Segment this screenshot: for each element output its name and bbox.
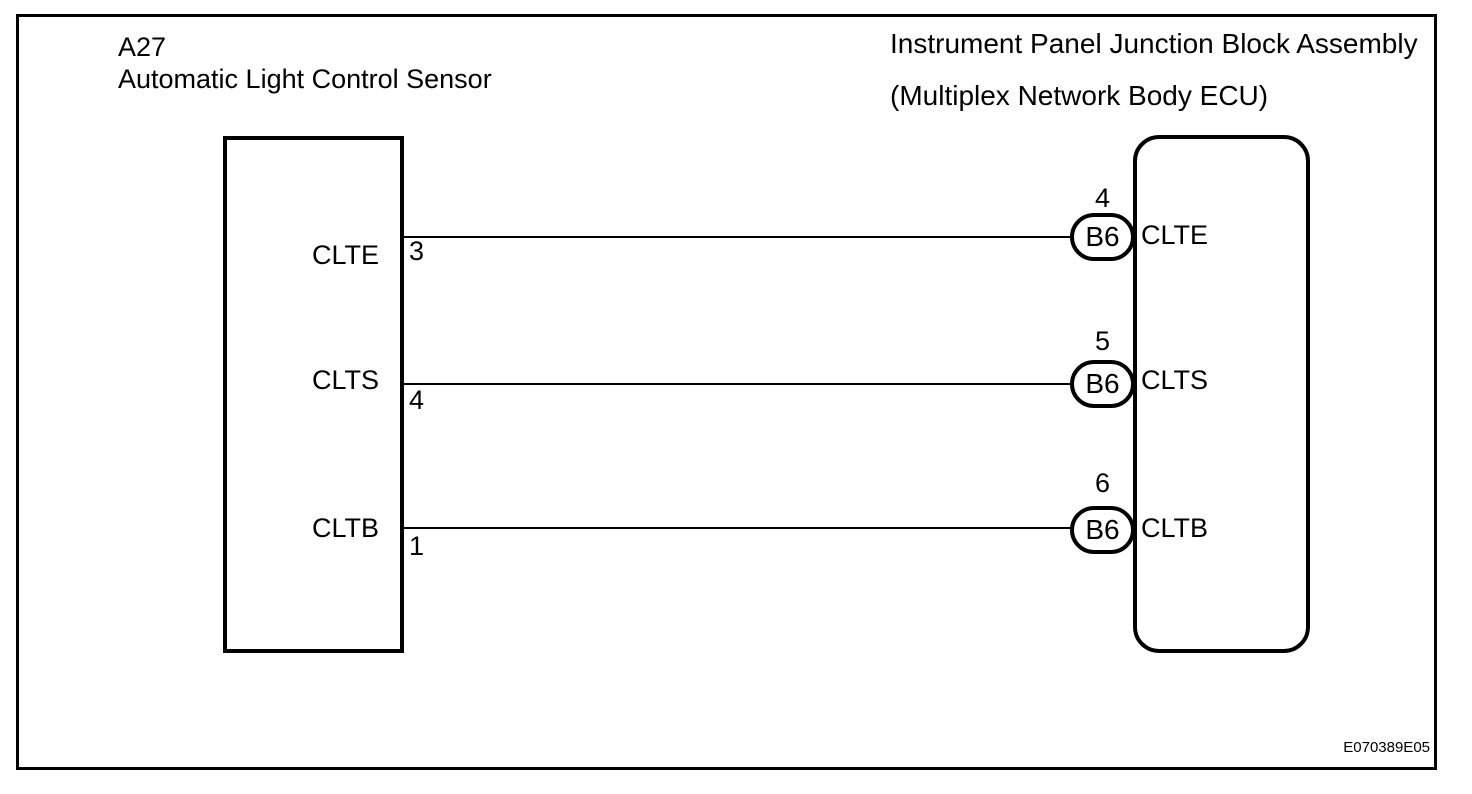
left-component-title: A27 Automatic Light Control Sensor (118, 31, 492, 95)
left-pin-number-clte: 3 (409, 236, 425, 266)
left-pin-number-cltb: 1 (409, 531, 425, 561)
right-pin-number-cltb: 6 (1094, 468, 1111, 498)
left-component-name: Automatic Light Control Sensor (118, 64, 492, 94)
right-pin-label-clts: CLTS (1141, 365, 1209, 395)
right-component-box (1133, 135, 1310, 653)
left-component-box (223, 136, 404, 653)
right-pin-label-clte: CLTE (1141, 220, 1209, 250)
diagram-border (16, 14, 1437, 770)
right-component-title-line1: Instrument Panel Junction Block Assembly (890, 28, 1418, 59)
reference-code: E070389E05 (1343, 739, 1430, 756)
connector-id-cltb: B6 (1085, 514, 1120, 545)
wire-clts (402, 383, 1074, 385)
right-component-title-line2: (Multiplex Network Body ECU) (890, 80, 1269, 111)
left-pin-label-clte: CLTE (311, 240, 379, 270)
right-pin-label-cltb: CLTB (1141, 513, 1209, 543)
connector-id-clts: B6 (1085, 368, 1120, 399)
connector-id-clte: B6 (1085, 221, 1120, 252)
left-pin-label-cltb: CLTB (311, 513, 379, 543)
connector-oval-b6-cltb: B6 (1070, 506, 1135, 554)
left-component-id: A27 (118, 32, 167, 62)
right-pin-number-clte: 4 (1094, 183, 1111, 213)
left-pin-label-clts: CLTS (311, 365, 379, 395)
wire-cltb (402, 527, 1074, 529)
connector-oval-b6-clte: B6 (1070, 213, 1135, 261)
connector-oval-b6-clts: B6 (1070, 360, 1135, 408)
right-pin-number-clts: 5 (1094, 326, 1111, 356)
wire-clte (402, 236, 1074, 238)
left-pin-number-clts: 4 (409, 385, 425, 415)
